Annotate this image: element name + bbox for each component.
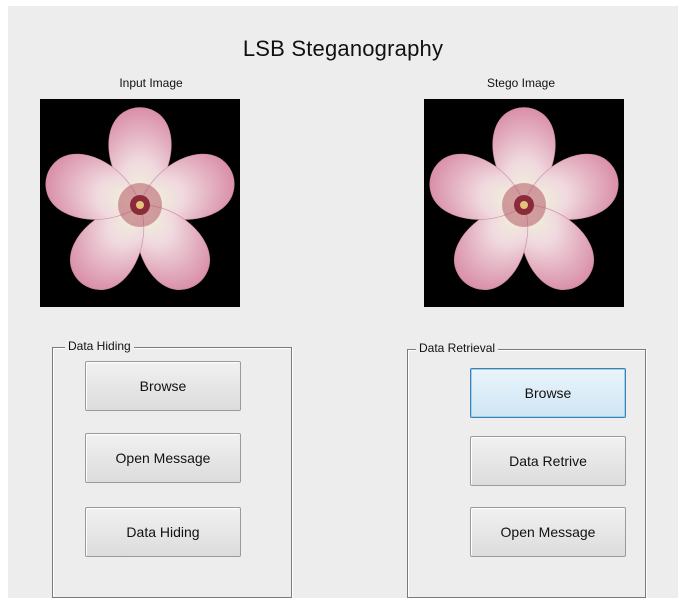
retrieval-browse-button[interactable]: Browse xyxy=(470,368,626,418)
data-hiding-button[interactable]: Data Hiding xyxy=(85,507,241,557)
flower-icon xyxy=(424,107,624,303)
open-message-button[interactable]: Open Message xyxy=(85,433,241,483)
data-retrieval-panel-title: Data Retrieval xyxy=(416,341,499,355)
input-image xyxy=(40,99,240,307)
data-retrive-button[interactable]: Data Retrive xyxy=(470,436,626,486)
hiding-browse-button[interactable]: Browse xyxy=(85,361,241,411)
flower-icon xyxy=(40,107,240,303)
stego-image xyxy=(424,99,624,307)
data-hiding-panel-title: Data Hiding xyxy=(65,339,134,353)
data-hiding-panel: Data Hiding Browse Open Message Data Hid… xyxy=(52,339,292,598)
retrieval-open-message-button[interactable]: Open Message xyxy=(470,507,626,557)
page-title: LSB Steganography xyxy=(242,36,444,61)
input-image-label: Input Image xyxy=(119,76,183,90)
data-retrieval-panel: Data Retrieval Browse Data Retrive Open … xyxy=(407,341,646,598)
stego-image-label: Stego Image xyxy=(486,76,556,90)
figure-window: LSB Steganography Input Image xyxy=(8,6,678,598)
